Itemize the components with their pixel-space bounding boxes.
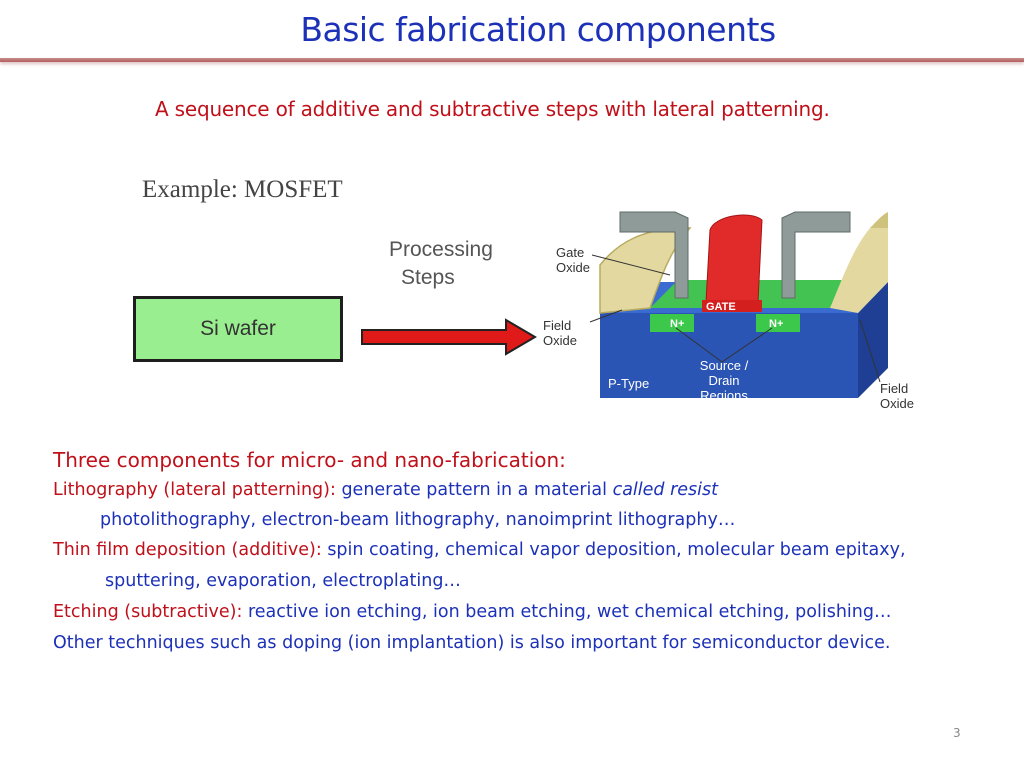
slide-title: Basic fabrication components xyxy=(300,10,776,49)
gate-label: GATE xyxy=(706,301,736,313)
page-number: 3 xyxy=(953,726,961,740)
content-body: Three components for micro- and nano-fab… xyxy=(53,445,983,659)
list-item-etching: Etching (subtractive): reactive ion etch… xyxy=(53,602,892,622)
mosfet-process-figure xyxy=(361,211,888,398)
slide-subtitle: A sequence of additive and subtractive s… xyxy=(155,97,830,121)
field-oxide-right-top xyxy=(870,212,888,228)
list-item-other: Other techniques such as doping (ion imp… xyxy=(53,633,891,653)
n-plus-right-label: N+ xyxy=(769,318,784,330)
si-wafer-label: Si wafer xyxy=(200,317,276,340)
si-wafer-box: Si wafer xyxy=(133,296,343,362)
field-oxide-right xyxy=(830,228,888,313)
substrate-front xyxy=(600,313,858,398)
p-type-label: P-Type xyxy=(608,376,650,391)
metal-contact-right xyxy=(781,211,851,299)
title-divider xyxy=(0,58,1024,62)
substrate-side xyxy=(858,282,888,398)
list-item-deposition: Thin film deposition (additive): spin co… xyxy=(53,540,906,591)
gate-base xyxy=(702,300,762,312)
gate-electrode xyxy=(705,214,763,303)
list-item-lithography: Lithography (lateral patterning): genera… xyxy=(53,480,719,500)
processing-steps-label: Processing Steps xyxy=(389,238,493,289)
mosfet-diagram xyxy=(599,211,888,398)
process-arrow xyxy=(361,318,537,356)
example-label: Example: MOSFET xyxy=(142,176,343,203)
components-heading: Three components for micro- and nano-fab… xyxy=(53,448,566,472)
n-plus-left xyxy=(650,314,694,332)
metal-contact-left xyxy=(619,211,689,299)
n-plus-left-label: N+ xyxy=(670,318,685,330)
lithography-examples: photolithography, electron-beam lithogra… xyxy=(100,510,736,530)
field-oxide-left xyxy=(600,228,690,313)
n-plus-right xyxy=(756,314,800,332)
